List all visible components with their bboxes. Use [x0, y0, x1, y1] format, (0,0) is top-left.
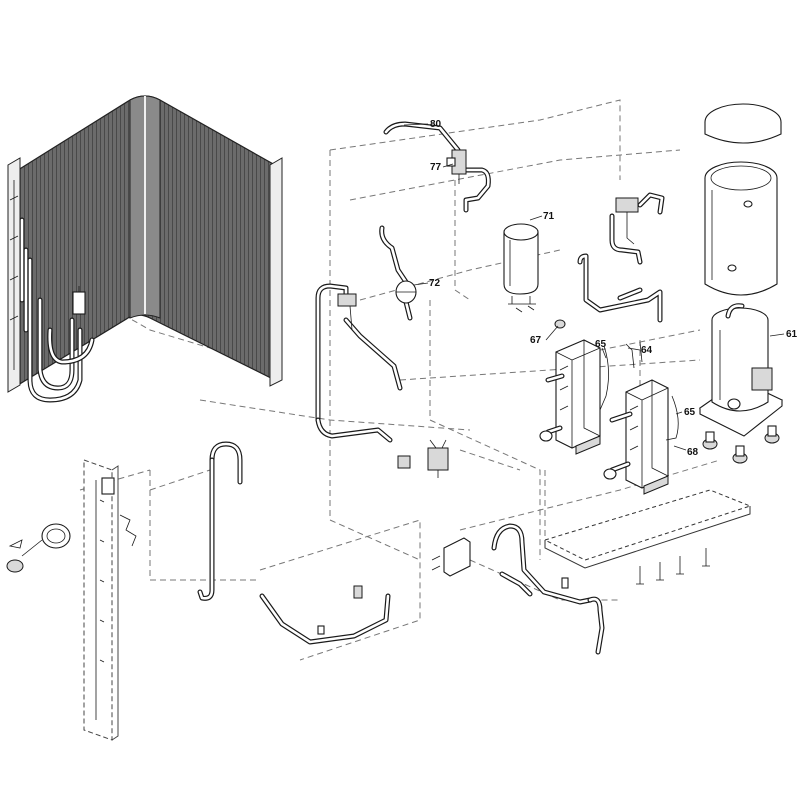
- accumulator-shell: [704, 103, 782, 296]
- small-bracket: [431, 537, 471, 577]
- mounting-bracket: [83, 459, 119, 741]
- temperature-sensor: [6, 514, 137, 573]
- callout-67: 67: [530, 335, 542, 346]
- liquid-line-assembly: [315, 283, 403, 443]
- filter-drier-assembly: [379, 225, 417, 321]
- callout-65-upper: 65: [595, 339, 607, 350]
- expansion-valve: [397, 439, 449, 478]
- callout-64: 64: [641, 345, 653, 356]
- return-u-pipe: [197, 441, 243, 601]
- compressor-feet: [702, 425, 780, 464]
- callout-72: 72: [429, 278, 441, 289]
- condenser-coil: [7, 95, 283, 403]
- callout-61: 61: [786, 329, 798, 340]
- bottom-pipe-assembly: [259, 585, 391, 645]
- drain-pipe-assembly: [491, 523, 605, 655]
- callout-80: 80: [430, 119, 442, 130]
- discharge-pipe: [383, 121, 491, 213]
- plate-heat-exchanger-1: [539, 339, 601, 455]
- service-valve: [446, 149, 467, 184]
- base-plate: [543, 489, 752, 585]
- four-way-valve: [609, 192, 665, 265]
- coil-return-bends: [19, 217, 95, 403]
- callout-77: 77: [430, 162, 442, 173]
- callout-71: 71: [543, 211, 555, 222]
- suction-pipe-assembly: [577, 253, 663, 323]
- plate-heat-exchanger-2: [603, 379, 669, 495]
- callout-65-lower: 65: [684, 407, 696, 418]
- callout-68: 68: [687, 447, 699, 458]
- liquid-receiver: [503, 223, 539, 313]
- compressor: [698, 303, 784, 437]
- callout-labels: 80 77 71 72 67 65 64 61 65 68: [403, 119, 798, 458]
